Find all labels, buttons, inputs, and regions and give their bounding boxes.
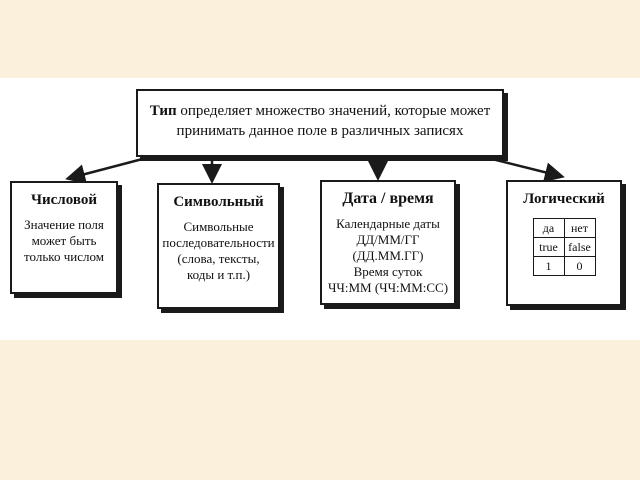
category-description: Календарные даты ДД/ММ/ГГ (ДД.ММ.ГГ) Вре… [322, 216, 454, 296]
description-line: Время суток [353, 264, 423, 279]
description-line: только числом [24, 249, 104, 264]
description-line: Календарные даты [336, 216, 440, 231]
table-row: 1 0 [532, 256, 596, 276]
type-definition-box: Тип определяет множество значений, котор… [136, 89, 504, 157]
table-cell: нет [563, 218, 596, 238]
description-line: ДД/ММ/ГГ (ДД.ММ.ГГ) [352, 232, 424, 263]
type-definition-rest: определяет множество значений, которые м… [176, 103, 491, 119]
category-title: Дата / время [342, 190, 434, 207]
category-title: Числовой [31, 192, 97, 208]
table-cell: 0 [563, 256, 596, 276]
arrow-to-logical [483, 155, 565, 183]
category-description: Символьные последовательности (слова, те… [159, 219, 278, 283]
description-line: ЧЧ:ММ (ЧЧ:ММ:СС) [327, 280, 449, 295]
type-definition-line2: принимать данное поле в различных запися… [176, 123, 464, 139]
category-title: Логический [523, 191, 605, 207]
table-row: да нет [532, 218, 596, 238]
table-cell: false [563, 237, 596, 257]
table-cell: 1 [532, 256, 565, 276]
table-row: true false [532, 237, 596, 257]
logical-values-table: да нет true false 1 0 [532, 218, 596, 276]
type-definition-line1: Тип определяет множество значений, котор… [148, 101, 492, 121]
category-description: Значение поля может быть только числом [12, 217, 116, 265]
category-title: Символьный [173, 194, 264, 210]
type-keyword: Тип [149, 103, 177, 119]
table-cell: да [532, 218, 565, 238]
category-numeric: Числовой Значение поля может быть только… [10, 181, 118, 294]
description-line: может быть [31, 233, 97, 248]
description-line: Значение поля [24, 217, 104, 232]
description-line: Символьные [183, 219, 254, 234]
category-symbolic: Символьный Символьные последовательности… [157, 183, 280, 309]
description-line: коды и т.п.) [186, 267, 251, 282]
description-line: последовательности [162, 235, 275, 250]
category-datetime: Дата / время Календарные даты ДД/ММ/ГГ (… [320, 180, 456, 305]
description-line: (слова, тексты, [177, 251, 260, 266]
category-logical: Логический да нет true false 1 0 [506, 180, 622, 306]
arrow-to-numeric [65, 155, 151, 184]
table-cell: true [532, 237, 565, 257]
